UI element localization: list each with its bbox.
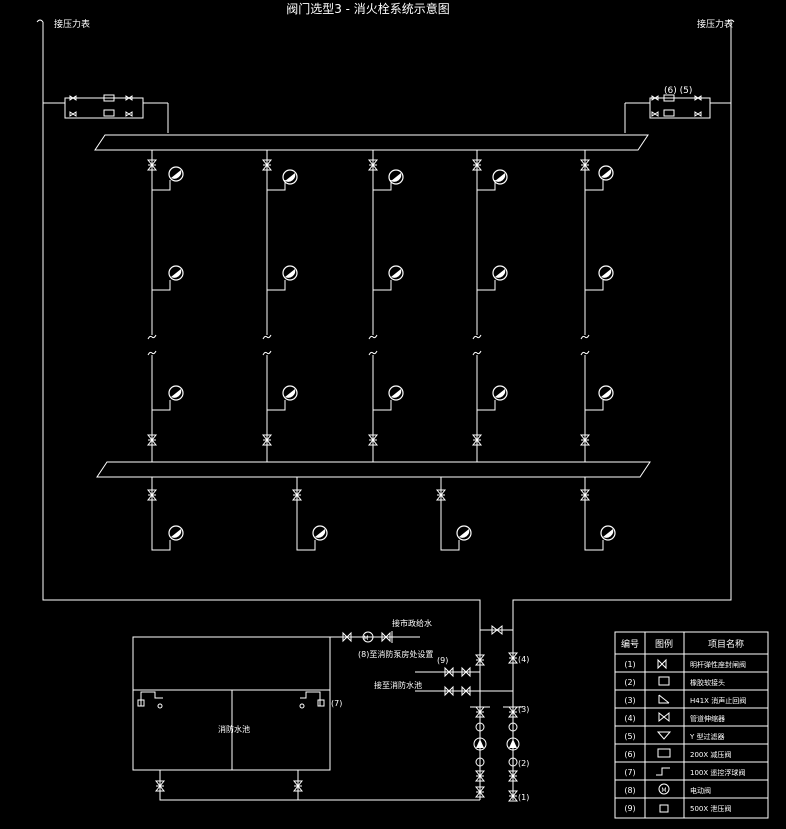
legend-num-4: (4) [624,714,635,723]
legend-name-1: 明杆弹性座封闸阀 [690,660,746,669]
left-prv-group [43,94,169,133]
tag-9: (9) [437,656,448,665]
water-tank [132,636,341,771]
legend-table [614,631,769,819]
label-mains-water: 接市政给水 [392,618,432,628]
hydrants [168,165,616,541]
inlet-line [341,631,420,643]
legend-header-name: 项目名称 [708,638,744,650]
motor-valve-mark: M [363,635,368,642]
legend-motor-mark: M [661,787,666,794]
legend-num-8: (8) [624,786,635,795]
legend-name-5: Y 型过滤器 [689,732,725,741]
break-marks [147,334,590,356]
relief-lines [415,666,513,697]
pump-set [159,706,523,801]
bottom-header-pipe [96,461,651,478]
legend-num-9: (9) [624,804,635,813]
legend-name-9: 500X 泄压阀 [690,804,731,813]
legend-num-6: (6) [624,750,635,759]
legend-num-7: (7) [624,768,635,777]
legend-name-2: 橡胶软接头 [690,678,725,687]
tank-label: 消防水池 [218,724,250,734]
tag-1: (1) [518,793,529,802]
legend-num-5: (5) [624,732,635,741]
legend-name-6: 200X 减压阀 [690,750,731,759]
legend-num-3: (3) [624,696,635,705]
legend-header-num: 编号 [621,638,639,650]
label-top-right: 接压力表 [697,18,733,30]
risers [151,150,604,551]
legend-header-symbol: 图例 [655,638,673,650]
tag-6-5: (6) (5) [664,86,692,96]
diagram-title: 阀门选型3 - 消火栓系统示意图 [286,1,450,16]
legend-name-4: 管道伸缩器 [690,714,725,723]
legend-name-8: 电动阀 [690,786,711,795]
legend-name-3: H41X 消声止回阀 [690,696,746,705]
tag-4: (4) [518,655,529,664]
top-header-pipe [94,134,649,151]
label-pump-room-note: (8)至消防泵房处设置 [358,649,433,659]
legend-name-7: 100X 遥控浮球阀 [690,768,745,777]
right-prv-group [624,94,731,133]
legend-num-1: (1) [624,660,635,669]
tag-7: (7) [331,699,342,708]
tag-2: (2) [518,759,529,768]
label-top-left: 接压力表 [54,18,90,30]
label-flow-test: 接至消防水池 [374,680,422,690]
tag-3: (3) [518,705,529,714]
riser-valves [147,159,590,501]
legend-num-2: (2) [624,678,635,687]
